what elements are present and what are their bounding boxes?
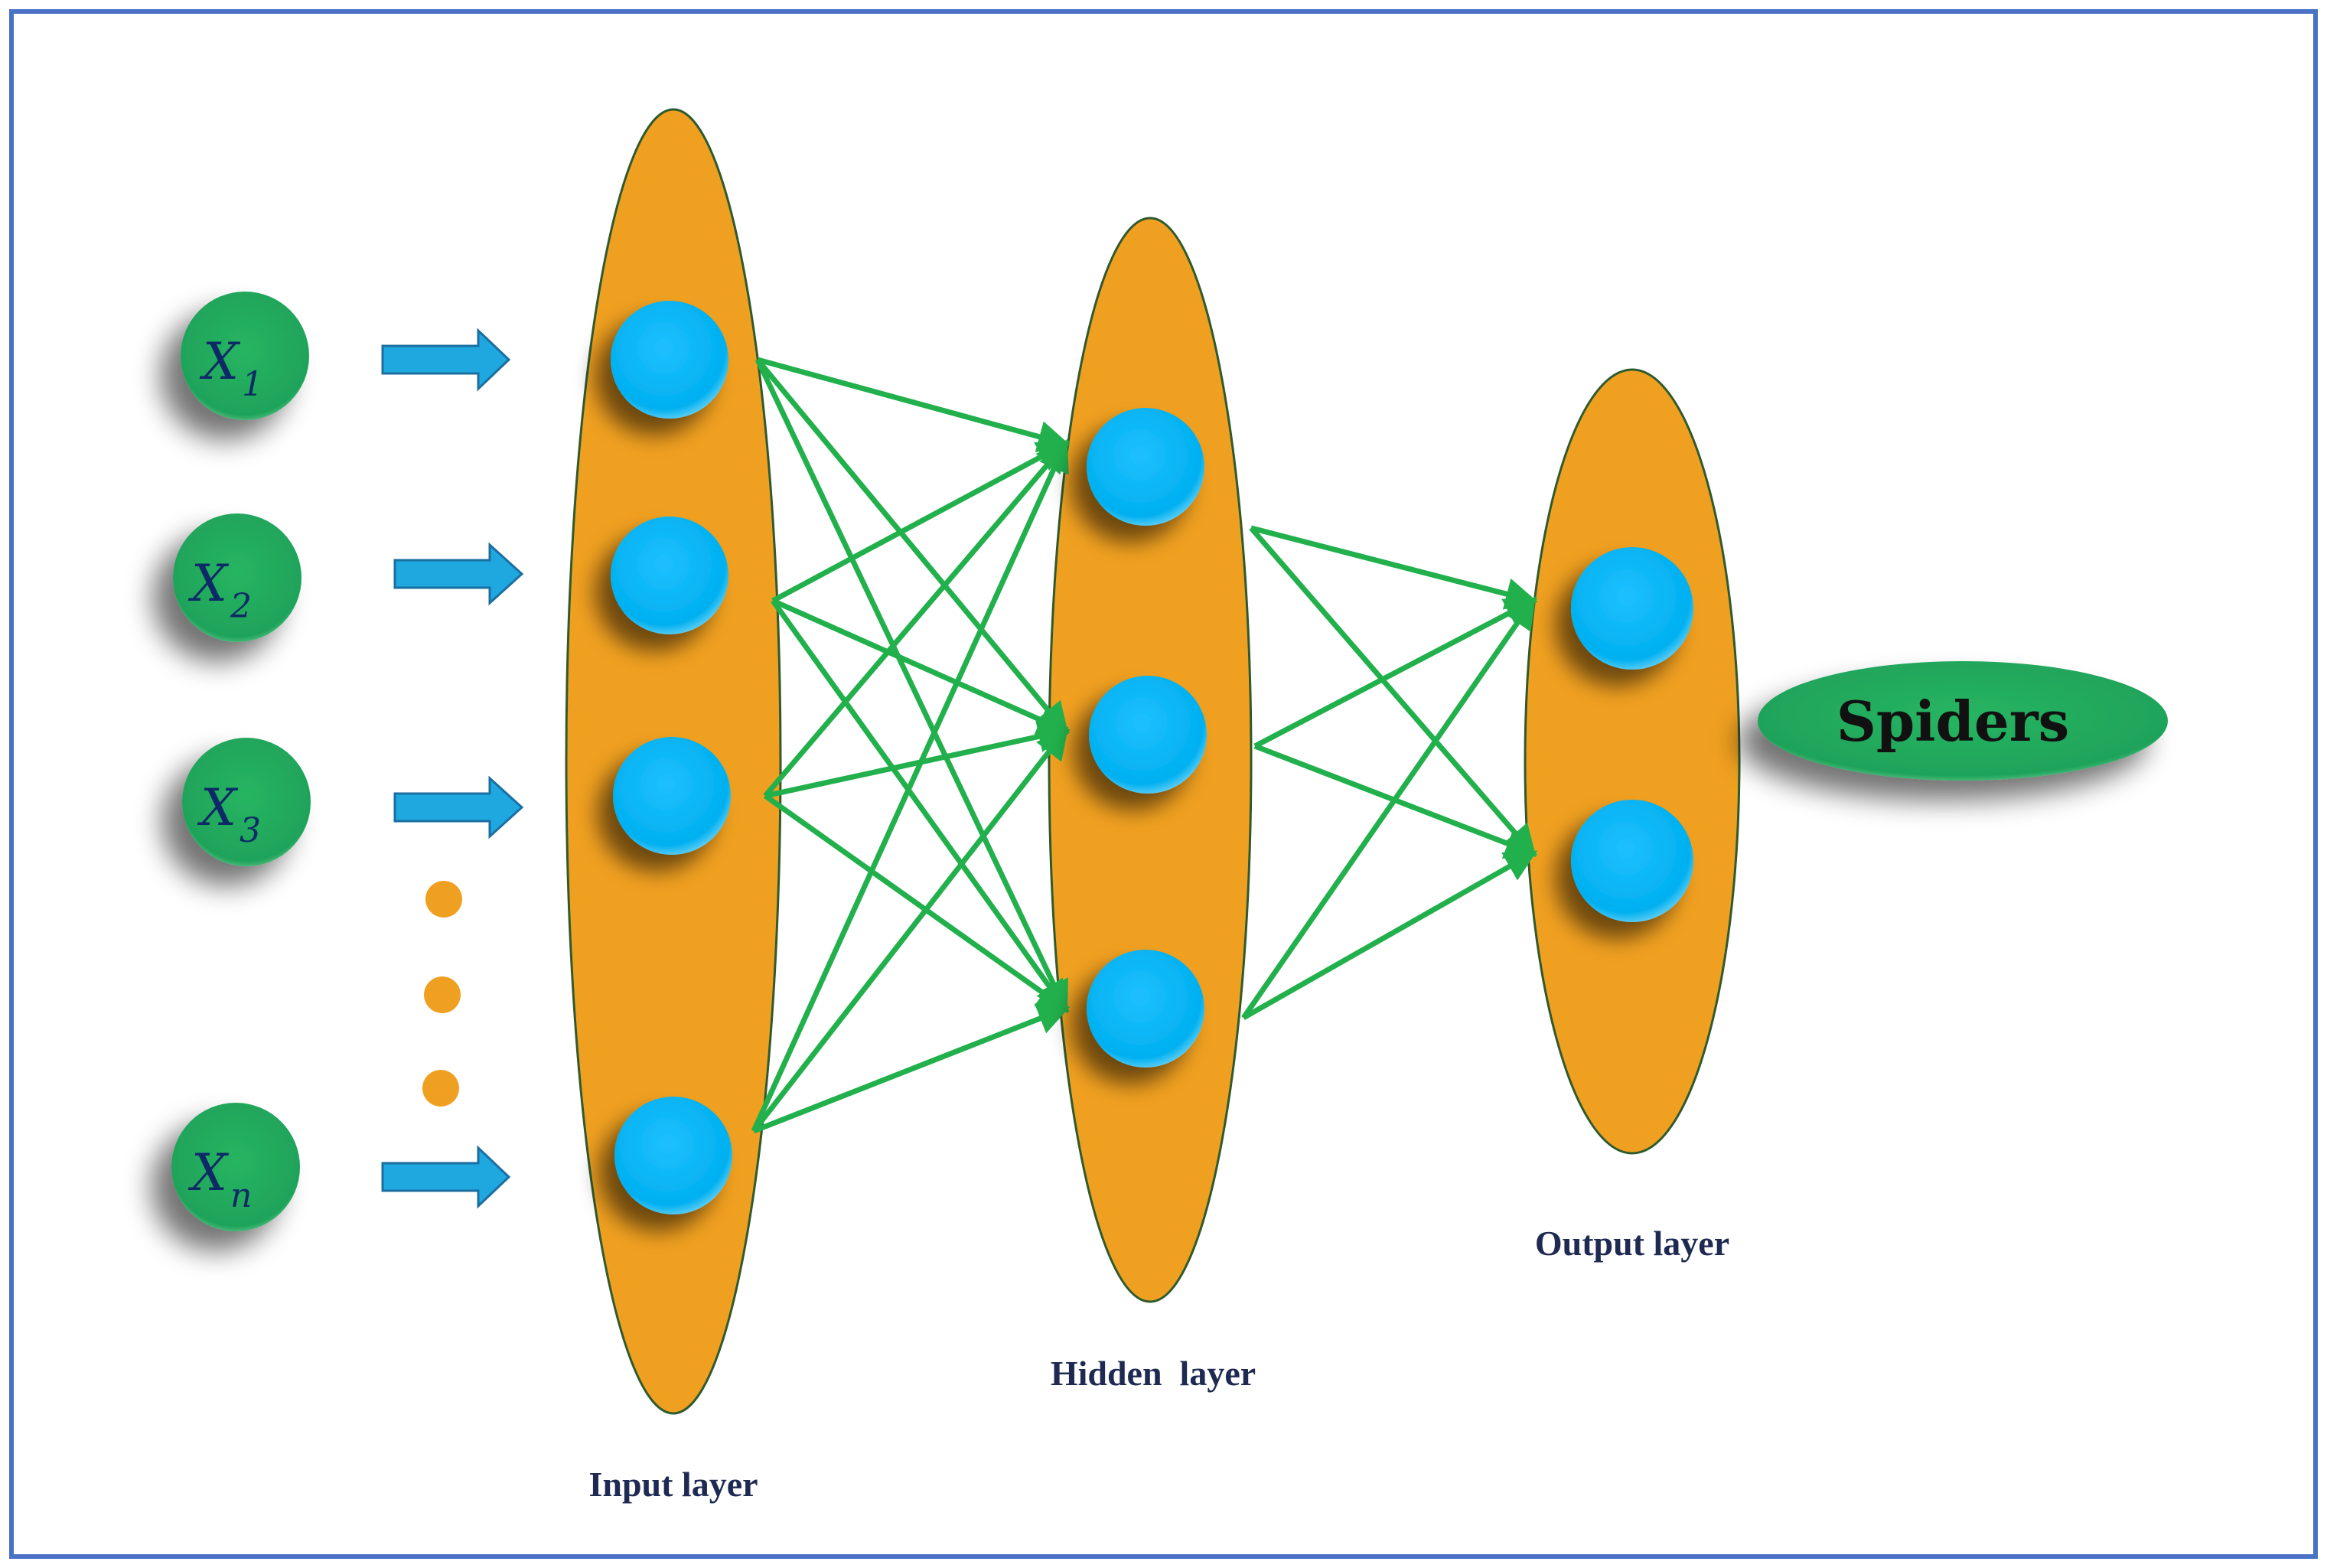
connection-arrow xyxy=(1253,598,1538,749)
svg-text:X3: X3 xyxy=(197,778,261,850)
input-symbol: X xyxy=(187,554,230,613)
connection-arrow xyxy=(754,358,1068,1014)
input-subscript: 3 xyxy=(240,811,261,850)
input-nodes: X1 X2 X3 Xn xyxy=(171,292,311,1231)
right-arrow-icon xyxy=(393,775,524,839)
connection-arrow xyxy=(1249,526,1537,858)
connection-arrow xyxy=(771,441,1071,604)
hidden-layer-neurons xyxy=(1087,408,1207,1068)
connection-lines xyxy=(751,357,1538,1134)
output-layer-ellipse xyxy=(1524,368,1741,1155)
hidden-layer-label: Hidden layer xyxy=(1051,1354,1256,1393)
connection-arrow xyxy=(751,438,1069,1133)
connection-arrow xyxy=(764,720,1071,799)
connection-arrow xyxy=(757,357,1071,453)
input-symbol: X xyxy=(199,332,241,391)
input-symbol: X xyxy=(197,778,239,837)
output-layer-neurons xyxy=(1571,547,1693,922)
input-subscript: 1 xyxy=(242,365,263,404)
input-layer-neurons xyxy=(611,301,732,1214)
output-label: Spiders xyxy=(1837,689,2069,754)
right-arrow-icon xyxy=(381,328,511,392)
svg-text:Xn: Xn xyxy=(187,1143,252,1215)
right-arrow-icon xyxy=(393,542,524,606)
ellipsis-dot xyxy=(422,1070,459,1107)
input-node-xn: Xn xyxy=(171,1103,300,1231)
input-neuron xyxy=(611,301,728,419)
right-arrow-icon xyxy=(381,1145,511,1209)
input-node-x3: X3 xyxy=(182,738,311,866)
hidden-neuron xyxy=(1087,408,1204,526)
connection-arrow xyxy=(763,794,1070,1012)
svg-text:X1: X1 xyxy=(199,332,263,404)
ellipsis-dot xyxy=(425,881,462,918)
connection-arrow xyxy=(752,1003,1071,1134)
connection-arrow xyxy=(771,598,1071,735)
input-node-x2: X2 xyxy=(173,513,301,642)
output-neuron xyxy=(1571,547,1693,670)
input-arrows xyxy=(381,328,524,1209)
input-node-x1: X1 xyxy=(181,292,309,420)
ellipsis-dot xyxy=(424,976,461,1013)
input-neuron xyxy=(613,737,731,855)
connection-arrow xyxy=(1250,525,1538,610)
output-node: Spiders xyxy=(1758,661,2168,781)
output-layer-label: Output layer xyxy=(1535,1224,1729,1263)
connection-arrow xyxy=(1241,596,1536,1019)
connection-arrow xyxy=(751,726,1069,1133)
diagram-frame xyxy=(9,9,2318,1559)
hidden-neuron xyxy=(1087,950,1204,1068)
svg-text:X2: X2 xyxy=(187,554,252,626)
input-symbol: X xyxy=(187,1143,230,1202)
input-neuron xyxy=(611,517,728,634)
input-subscript: n xyxy=(230,1176,252,1215)
input-layer-label: Input layer xyxy=(588,1465,758,1504)
connection-arrow xyxy=(771,598,1069,1013)
output-neuron xyxy=(1571,800,1693,922)
connection-arrow xyxy=(763,439,1069,798)
connection-arrow xyxy=(755,357,1069,735)
connection-arrow xyxy=(1242,850,1538,1021)
input-subscript: 2 xyxy=(230,587,252,626)
ellipsis-dots xyxy=(422,881,462,1107)
hidden-neuron xyxy=(1089,676,1207,794)
input-neuron xyxy=(614,1097,732,1214)
